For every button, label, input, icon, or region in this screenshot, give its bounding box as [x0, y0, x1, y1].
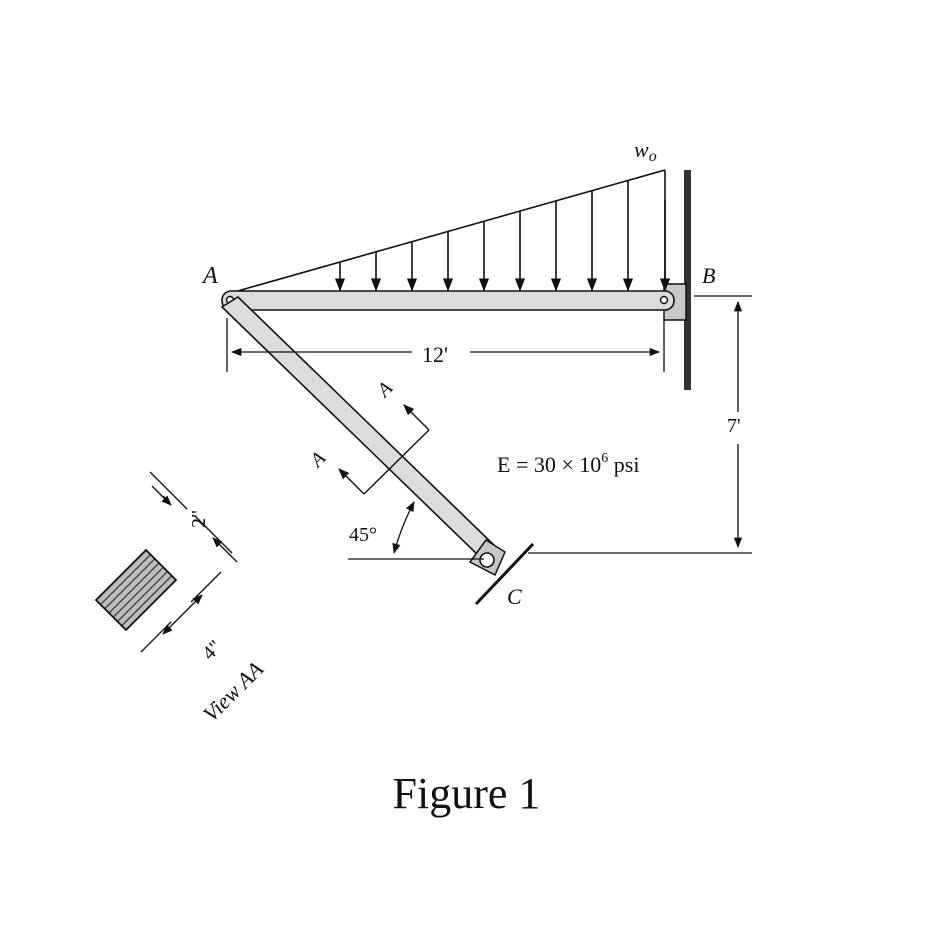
- view-label: View AA: [198, 656, 269, 727]
- dimension-span: [226, 318, 665, 372]
- section-depth-label: 4": [198, 636, 226, 664]
- modulus-label: E = 30 × 106 psi: [497, 451, 639, 477]
- section-mark-upper: A: [372, 377, 398, 403]
- section-cut: [338, 404, 430, 495]
- cross-section-view: [94, 471, 238, 653]
- point-b-label: B: [702, 263, 715, 288]
- strut-ac: [220, 295, 499, 560]
- angle-label: 45°: [349, 524, 377, 546]
- pin-support-c: [468, 538, 535, 606]
- wall-support-b: [663, 170, 691, 390]
- figure-caption: Figure 1: [392, 769, 541, 818]
- angle-marker: [348, 501, 484, 560]
- section-width-label: 2": [188, 510, 210, 528]
- load-label: wo: [634, 137, 657, 165]
- span-label: 12': [422, 342, 448, 367]
- height-label: 7': [727, 415, 741, 437]
- distributed-load: [226, 169, 671, 295]
- beam-ab: [221, 290, 675, 311]
- point-a-label: A: [201, 263, 218, 289]
- section-mark-lower: A: [305, 447, 331, 473]
- dimension-height: [528, 295, 752, 554]
- point-c-label: C: [507, 584, 522, 609]
